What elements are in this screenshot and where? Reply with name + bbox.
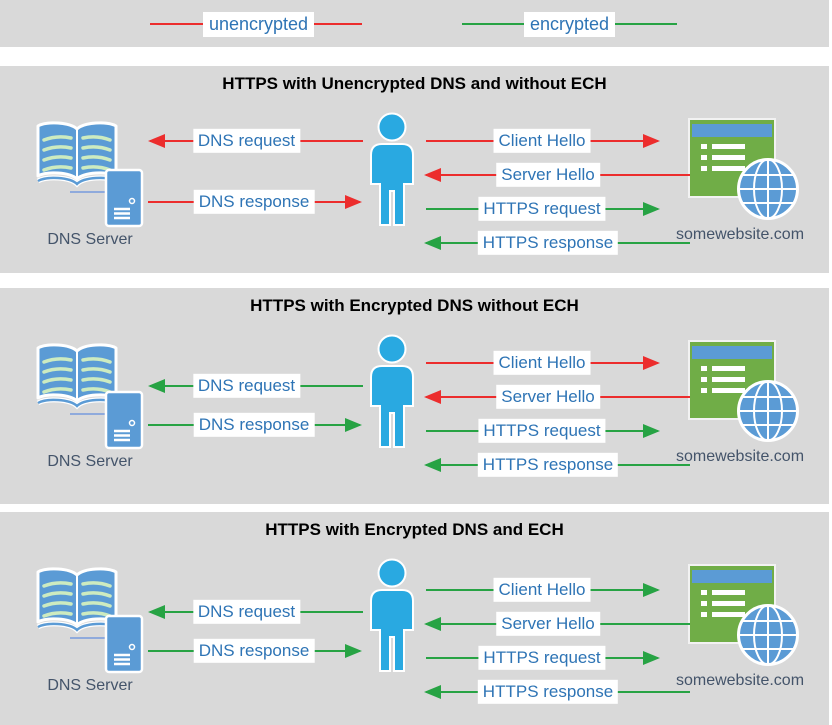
user-icon bbox=[362, 112, 422, 233]
legend-line bbox=[150, 23, 203, 25]
server-icon bbox=[104, 614, 144, 679]
arrowhead-icon bbox=[643, 424, 660, 438]
arrowhead-icon bbox=[148, 379, 165, 393]
server-icon bbox=[104, 390, 144, 455]
arrow-client-hello: Client Hello bbox=[424, 350, 660, 376]
arrowhead-icon bbox=[424, 458, 441, 472]
arrow-label: Server Hello bbox=[496, 384, 600, 410]
arrow-label: Server Hello bbox=[496, 611, 600, 637]
arrow-https-response: HTTPS response bbox=[424, 679, 692, 705]
legend-line bbox=[615, 23, 678, 25]
arrow-server-hello: Server Hello bbox=[424, 162, 692, 188]
legend-line bbox=[462, 23, 524, 25]
arrow-label: DNS response bbox=[193, 189, 315, 215]
panel-unencrypted-dns-no-ech: HTTPS with Unencrypted DNS and without E… bbox=[0, 66, 829, 273]
arrow-label: Client Hello bbox=[493, 128, 591, 154]
arrow-dns-request: DNS request bbox=[148, 128, 365, 154]
arrow-dns-request: DNS request bbox=[148, 373, 365, 399]
arrow-https-request: HTTPS request bbox=[424, 196, 660, 222]
dns-server-label: DNS Server bbox=[47, 231, 133, 248]
arrow-label: HTTPS request bbox=[478, 418, 606, 444]
arrowhead-icon bbox=[424, 168, 441, 182]
arrowhead-icon bbox=[148, 134, 165, 148]
arrow-label: HTTPS request bbox=[478, 645, 606, 671]
arrow-https-response: HTTPS response bbox=[424, 230, 692, 256]
user-icon bbox=[362, 334, 422, 455]
globe-icon bbox=[735, 378, 801, 449]
arrow-dns-response: DNS response bbox=[146, 412, 362, 438]
dns-server-label: DNS Server bbox=[47, 453, 133, 470]
legend-bar: unencrypted encrypted bbox=[0, 0, 829, 47]
arrow-label: HTTPS response bbox=[477, 679, 619, 705]
arrow-label: HTTPS response bbox=[477, 230, 619, 256]
globe-icon bbox=[735, 602, 801, 673]
arrow-https-request: HTTPS request bbox=[424, 418, 660, 444]
arrow-label: DNS response bbox=[193, 412, 315, 438]
browser-window-icon bbox=[688, 118, 776, 198]
arrowhead-icon bbox=[345, 418, 362, 432]
arrow-label: Client Hello bbox=[493, 350, 591, 376]
arrow-dns-request: DNS request bbox=[148, 599, 365, 625]
book-icon bbox=[33, 564, 121, 641]
legend-line bbox=[314, 23, 363, 25]
arrow-label: DNS request bbox=[192, 128, 301, 154]
panel-title: HTTPS with Encrypted DNS and ECH bbox=[265, 520, 564, 539]
dns-server-label: DNS Server bbox=[47, 677, 133, 694]
browser-titlebar bbox=[692, 570, 772, 583]
panel-title: HTTPS with Unencrypted DNS and without E… bbox=[222, 74, 607, 93]
panel-encrypted-dns-with-ech: HTTPS with Encrypted DNS and ECH DNS Se bbox=[0, 512, 829, 725]
arrowhead-icon bbox=[424, 236, 441, 250]
browser-titlebar bbox=[692, 346, 772, 359]
arrowhead-icon bbox=[345, 195, 362, 209]
arrow-dns-response: DNS response bbox=[146, 189, 362, 215]
website-label: somewebsite.com bbox=[675, 226, 805, 243]
dns-connector-line bbox=[70, 191, 106, 193]
arrow-server-hello: Server Hello bbox=[424, 611, 692, 637]
arrow-client-hello: Client Hello bbox=[424, 128, 660, 154]
legend-item-encrypted: encrypted bbox=[462, 11, 678, 37]
arrowhead-icon bbox=[148, 605, 165, 619]
panel-encrypted-dns-no-ech: HTTPS with Encrypted DNS without ECH DN bbox=[0, 288, 829, 504]
arrowhead-icon bbox=[345, 644, 362, 658]
arrowhead-icon bbox=[424, 617, 441, 631]
arrow-server-hello: Server Hello bbox=[424, 384, 692, 410]
arrowhead-icon bbox=[424, 390, 441, 404]
arrow-dns-response: DNS response bbox=[146, 638, 362, 664]
arrowhead-icon bbox=[643, 651, 660, 665]
panel-title: HTTPS with Encrypted DNS without ECH bbox=[250, 296, 579, 315]
legend-label: encrypted bbox=[524, 11, 616, 37]
globe-icon bbox=[735, 156, 801, 227]
arrow-https-request: HTTPS request bbox=[424, 645, 660, 671]
arrow-label: DNS request bbox=[192, 599, 301, 625]
website-label: somewebsite.com bbox=[675, 448, 805, 465]
arrowhead-icon bbox=[643, 583, 660, 597]
arrow-label: Server Hello bbox=[496, 162, 600, 188]
website-label: somewebsite.com bbox=[675, 672, 805, 689]
arrowhead-icon bbox=[643, 134, 660, 148]
arrow-client-hello: Client Hello bbox=[424, 577, 660, 603]
legend-label: unencrypted bbox=[203, 11, 315, 37]
browser-titlebar bbox=[692, 124, 772, 137]
arrow-label: DNS request bbox=[192, 373, 301, 399]
arrowhead-icon bbox=[643, 202, 660, 216]
arrow-https-response: HTTPS response bbox=[424, 452, 692, 478]
dns-connector-line bbox=[70, 637, 106, 639]
legend-item-unencrypted: unencrypted bbox=[150, 11, 363, 37]
arrowhead-icon bbox=[643, 356, 660, 370]
arrow-label: HTTPS response bbox=[477, 452, 619, 478]
server-icon bbox=[104, 168, 144, 233]
arrow-label: DNS response bbox=[193, 638, 315, 664]
arrow-label: Client Hello bbox=[493, 577, 591, 603]
arrow-label: HTTPS request bbox=[478, 196, 606, 222]
dns-connector-line bbox=[70, 413, 106, 415]
user-icon bbox=[362, 558, 422, 679]
arrowhead-icon bbox=[424, 685, 441, 699]
